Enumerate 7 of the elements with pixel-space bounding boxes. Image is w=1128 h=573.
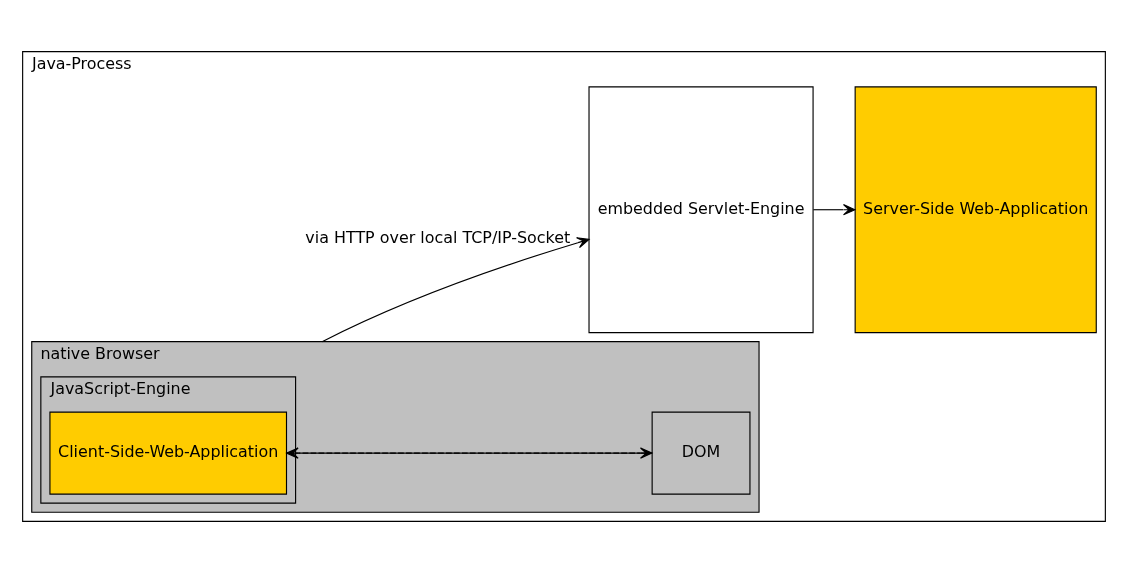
edge-label: via HTTP over local TCP/IP-Socket	[305, 227, 571, 247]
node-box: Server-Side Web-Application	[854, 86, 1097, 334]
arrow	[812, 204, 856, 216]
node-box: embedded Servlet-Engine	[588, 86, 814, 334]
node-box: DOM	[651, 411, 751, 495]
node-box: Client-Side-Web-Application	[49, 411, 288, 495]
arrow	[321, 237, 590, 343]
